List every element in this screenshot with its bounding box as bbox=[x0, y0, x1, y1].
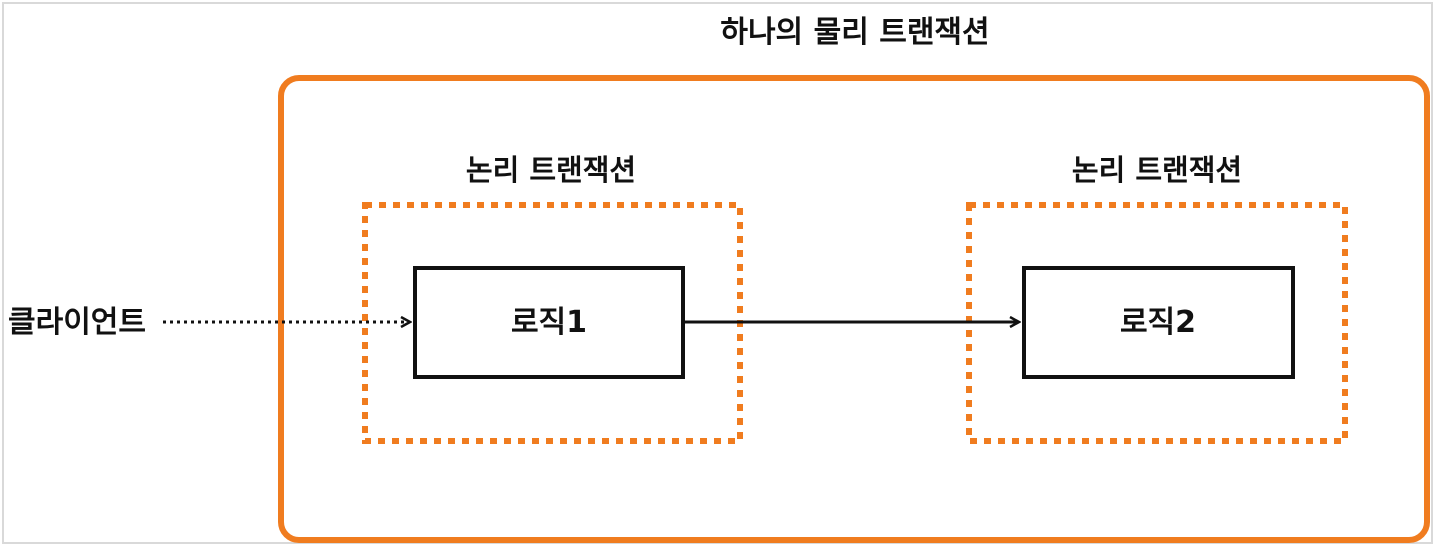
client-label: 클라이언트 bbox=[8, 305, 146, 340]
logic-box-label-2: 로직2 bbox=[1120, 305, 1196, 340]
logical-transaction-title-1: 논리 트랜잭션 bbox=[466, 153, 636, 187]
logic-box-label-1: 로직1 bbox=[511, 305, 587, 340]
logic-box-1 bbox=[413, 266, 685, 379]
physical-transaction-box bbox=[278, 75, 1430, 543]
physical-transaction-title: 하나의 물리 트랜잭션 bbox=[720, 15, 989, 50]
logic-box-2 bbox=[1022, 266, 1295, 379]
logical-transaction-title-2: 논리 트랜잭션 bbox=[1072, 153, 1242, 187]
